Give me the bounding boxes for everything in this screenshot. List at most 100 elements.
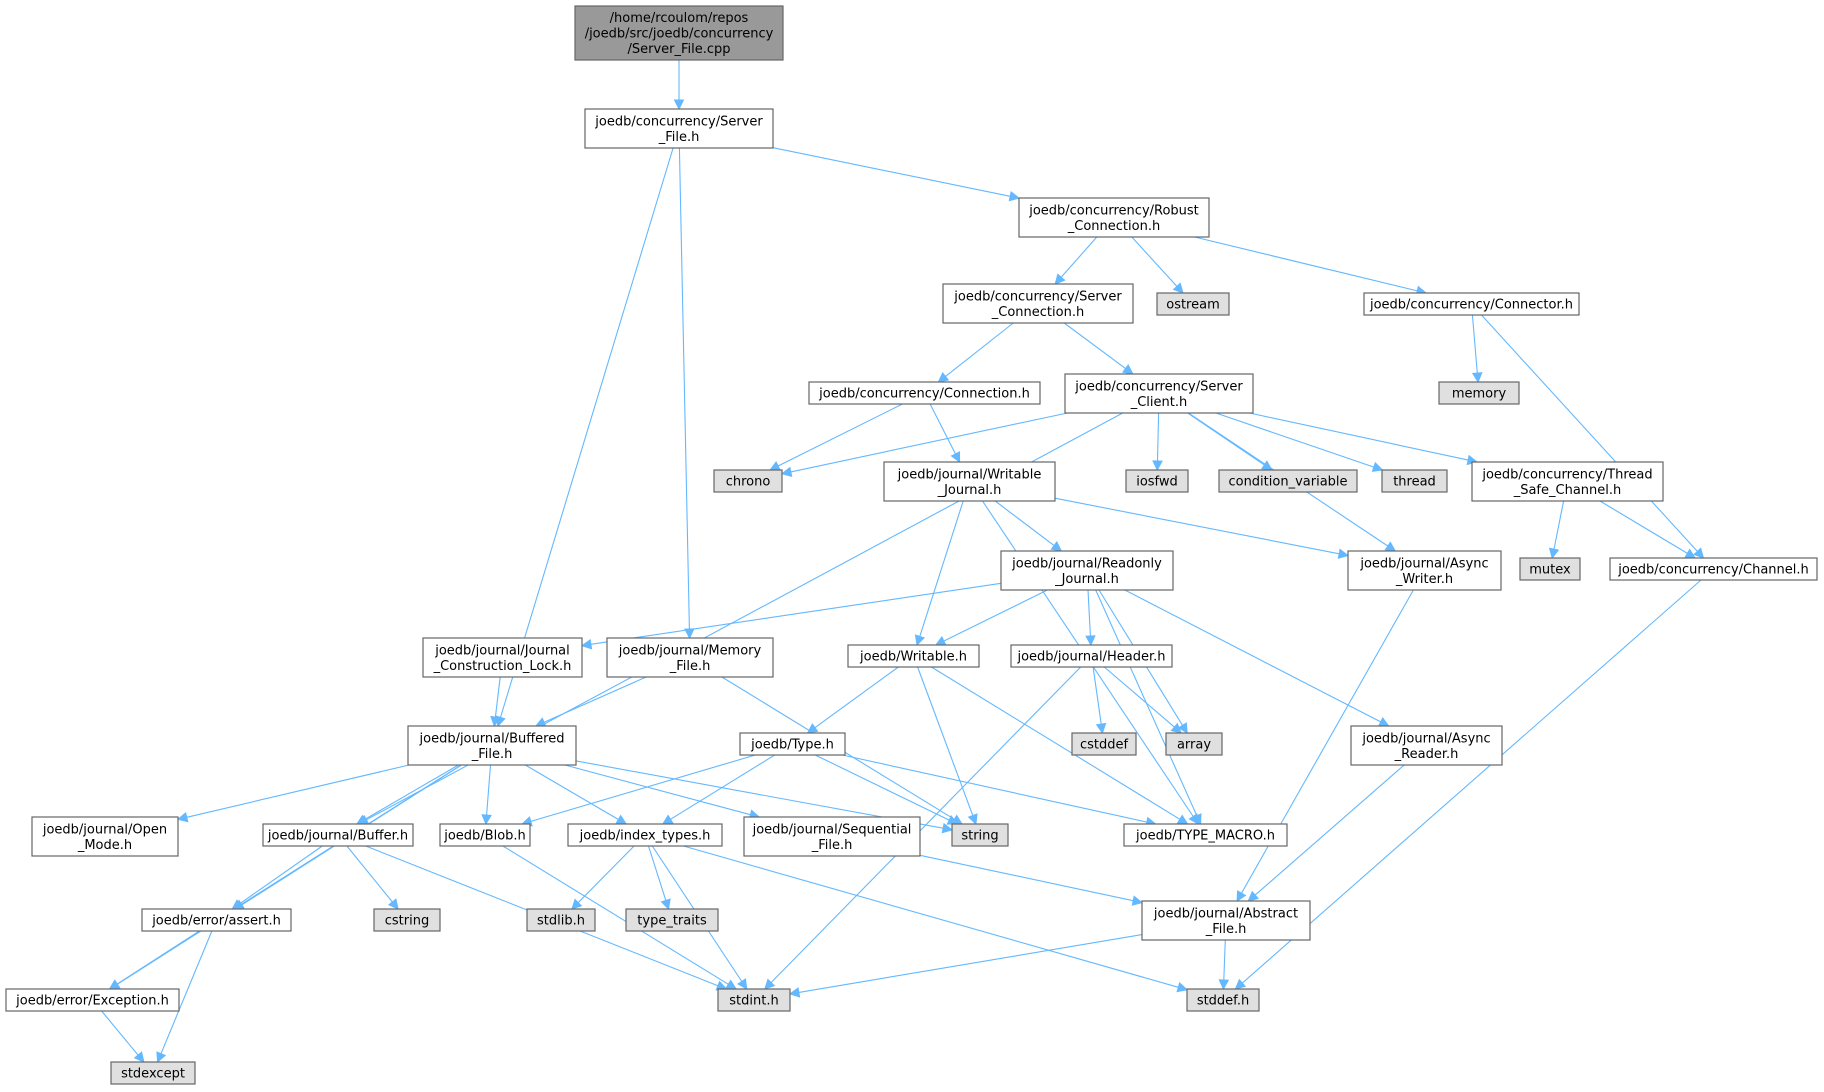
node-writable-journal[interactable]: joedb/journal/Writable_Journal.h [883, 461, 1056, 502]
node-label-line: joedb/concurrency/Server [1074, 379, 1243, 394]
node-readonly-journal[interactable]: joedb/journal/Readonly_Journal.h [1000, 550, 1174, 591]
node-box [31, 816, 179, 857]
node-box [1363, 292, 1580, 316]
node-writable[interactable]: joedb/Writable.h [847, 644, 980, 668]
node-label-line: /Server_File.cpp [627, 42, 730, 57]
node-server-client[interactable]: joedb/concurrency/Server_Client.h [1064, 373, 1254, 414]
node-label-line: _Construction_Lock.h [433, 659, 572, 674]
edge-type-to-blob [521, 754, 756, 827]
node-box [625, 908, 719, 932]
edge-exception-to-stdexcept [101, 1010, 145, 1063]
node-sequential-file[interactable]: joedb/journal/Sequential_File.h [743, 816, 921, 857]
node-box [526, 908, 596, 932]
node-label-line: joedb/concurrency/Robust [1028, 203, 1199, 218]
node-box [1165, 732, 1223, 756]
edge-header-to-array [1103, 666, 1183, 734]
node-label-line: joedb/concurrency/Thread [1481, 467, 1652, 482]
node-memory-file[interactable]: joedb/journal/Memory_File.h [606, 637, 774, 678]
node-mutex: mutex [1519, 557, 1581, 581]
edge-buffer-to-assert [231, 845, 323, 910]
edge-abstract-file-to-stddef [1218, 939, 1230, 991]
node-label-line: stdexcept [121, 1067, 185, 1082]
edge-server-client-to-chrono [780, 412, 1068, 477]
node-assert[interactable]: joedb/error/assert.h [141, 908, 292, 932]
node-channel[interactable]: joedb/concurrency/Channel.h [1609, 557, 1818, 581]
node-robust-connection[interactable]: joedb/concurrency/Robust_Connection.h [1018, 197, 1210, 238]
edge-writable-journal-to-async-writer [1054, 497, 1350, 559]
node-type[interactable]: joedb/Type.h [739, 732, 846, 756]
node-label-line: joedb/TYPE_MACRO.h [1135, 829, 1275, 844]
node-label-line: joedb/journal/Header.h [1016, 650, 1165, 665]
node-async-reader[interactable]: joedb/journal/Async_Reader.h [1350, 725, 1503, 766]
edge-buffered-file-to-open-mode [176, 764, 410, 823]
node-label-line: condition_variable [1228, 475, 1347, 490]
edge-sequential-file-to-abstract-file [919, 854, 1144, 906]
edge-index-types-to-stddef [683, 845, 1189, 993]
node-box [1141, 900, 1311, 941]
edge-connection-to-chrono [769, 403, 903, 471]
node-box [1018, 197, 1210, 238]
edge-server-client-to-thread-safe-channel [1249, 412, 1479, 466]
node-index-types[interactable]: joedb/index_types.h [567, 823, 723, 847]
node-box [262, 823, 414, 847]
node-journal-construction-lock[interactable]: joedb/journal/Journal_Construction_Lock.… [422, 637, 583, 678]
edge-channel-to-stddef [1234, 579, 1702, 990]
node-type-macro[interactable]: joedb/TYPE_MACRO.h [1123, 823, 1288, 847]
node-thread: thread [1381, 469, 1448, 493]
edge-type-to-string [814, 754, 959, 825]
edge-connection-to-writable-journal [929, 403, 961, 463]
edge-index-types-to-stdlib [571, 845, 635, 910]
node-abstract-file[interactable]: joedb/journal/Abstract_File.h [1141, 900, 1311, 941]
node-box [1156, 292, 1230, 316]
node-box [373, 908, 441, 932]
node-buffer[interactable]: joedb/journal/Buffer.h [262, 823, 414, 847]
node-box [606, 637, 774, 678]
node-server-file-h[interactable]: joedb/concurrency/Server_File.h [584, 108, 774, 149]
node-box [942, 283, 1134, 324]
node-label-line: stdint.h [729, 994, 778, 1009]
node-buffered-file[interactable]: joedb/journal/Buffered_File.h [407, 725, 577, 766]
edge-writable-to-type [806, 666, 899, 734]
edge-writable-to-string [917, 666, 978, 826]
edge-readonly-journal-to-journal-construction-lock [580, 582, 1002, 650]
node-box [951, 823, 1009, 847]
edge-buffered-file-to-sequential-file [564, 764, 761, 820]
node-open-mode[interactable]: joedb/journal/Open_Mode.h [31, 816, 179, 857]
edge-buffered-file-to-index-types [525, 764, 628, 825]
node-label-line: joedb/error/Exception.h [15, 994, 169, 1009]
node-async-writer[interactable]: joedb/journal/Async_Writer.h [1347, 550, 1502, 591]
node-box [1350, 725, 1503, 766]
node-header[interactable]: joedb/journal/Header.h [1010, 644, 1173, 668]
node-box [5, 988, 180, 1012]
node-exception[interactable]: joedb/error/Exception.h [5, 988, 180, 1012]
node-box [1381, 469, 1448, 493]
node-box [584, 108, 774, 149]
node-label-line: _Journal.h [937, 483, 1002, 498]
node-box [743, 816, 921, 857]
node-label-line: iosfwd [1136, 475, 1178, 490]
edge-robust-connection-to-server-connection [1054, 236, 1098, 285]
node-label-line: thread [1393, 475, 1436, 490]
node-label-line: joedb/concurrency/Connector.h [1369, 298, 1573, 313]
node-thread-safe-channel[interactable]: joedb/concurrency/Thread_Safe_Channel.h [1471, 461, 1664, 502]
node-label-line: stdlib.h [537, 914, 585, 929]
node-stdexcept: stdexcept [110, 1061, 196, 1085]
node-label-line: cstddef [1080, 738, 1129, 753]
edge-readonly-journal-to-type-macro [1095, 589, 1202, 826]
node-box [1347, 550, 1502, 591]
node-connector[interactable]: joedb/concurrency/Connector.h [1363, 292, 1580, 316]
node-cstddef: cstddef [1071, 732, 1137, 756]
edge-assert-to-stdexcept [156, 930, 213, 1064]
edge-server-connection-to-connection [937, 322, 1014, 383]
node-label-line: /home/rcoulom/repos [610, 11, 749, 26]
node-server-connection[interactable]: joedb/concurrency/Server_Connection.h [942, 283, 1134, 324]
node-blob[interactable]: joedb/Blob.h [439, 823, 531, 847]
node-box [713, 469, 783, 493]
node-box [1071, 732, 1137, 756]
node-box [1064, 373, 1254, 414]
node-label-line: _Safe_Channel.h [1513, 483, 1622, 498]
node-box [1010, 644, 1173, 668]
node-label-line: joedb/concurrency/Server [953, 289, 1122, 304]
node-connection[interactable]: joedb/concurrency/Connection.h [808, 381, 1041, 405]
node-label-line: joedb/Type.h [750, 738, 834, 753]
